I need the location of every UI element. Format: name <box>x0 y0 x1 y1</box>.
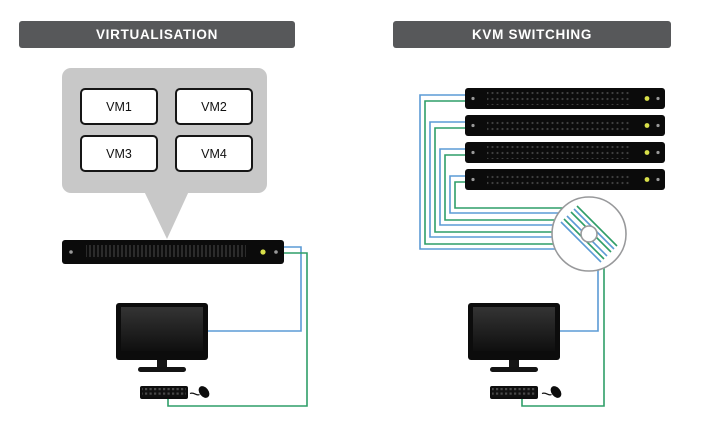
kvm-keyboard-cable-green <box>521 266 605 407</box>
vm4-box: VM4 <box>175 135 253 172</box>
monitor-cable-blue <box>206 246 302 332</box>
keyboard-icon <box>490 386 538 399</box>
kvm-uplink-cables <box>419 94 568 250</box>
rack-server-3-icon <box>465 142 665 163</box>
server3-cable-green <box>444 154 568 221</box>
power-led <box>260 249 266 255</box>
mouse-icon <box>541 386 562 398</box>
monitor-icon <box>468 303 560 372</box>
virtualisation-console <box>116 303 210 399</box>
kvm-switching-header: KVM SWITCHING <box>393 21 671 48</box>
power-led <box>644 123 650 128</box>
vm3-box: VM3 <box>80 135 158 172</box>
virtualisation-cables <box>167 246 308 407</box>
mouse-icon <box>189 386 210 398</box>
rack-server-4-icon <box>465 169 665 190</box>
keyboard-icon <box>140 386 188 399</box>
vm1-box: VM1 <box>80 88 158 125</box>
kvm-console <box>468 303 562 399</box>
server1-cable-blue <box>419 94 568 250</box>
server3-cable-blue <box>439 148 568 226</box>
server4-cable-green <box>454 181 568 209</box>
cable-coil-icon <box>551 196 627 272</box>
power-led <box>644 150 650 155</box>
server2-cable-green <box>434 127 568 233</box>
monitor-icon <box>116 303 208 372</box>
coil-center-ring <box>580 225 598 243</box>
kvm-console-cables <box>521 266 605 407</box>
kvm-monitor-cable-blue <box>560 266 599 332</box>
rack-server-2-icon <box>465 115 665 136</box>
virtualisation-server-icon <box>62 240 284 264</box>
kvm-server-stack <box>465 88 665 190</box>
server4-cable-blue <box>449 175 568 214</box>
power-led <box>644 96 650 101</box>
server2-cable-blue <box>429 121 568 238</box>
vm2-box: VM2 <box>175 88 253 125</box>
virtualisation-header: VIRTUALISATION <box>19 21 295 48</box>
server1-cable-green <box>424 100 568 245</box>
bubble-tail <box>144 191 189 239</box>
rack-server-1-icon <box>465 88 665 109</box>
keyboard-cable-green <box>167 252 308 407</box>
power-led <box>644 177 650 182</box>
bubble-body <box>62 68 267 193</box>
